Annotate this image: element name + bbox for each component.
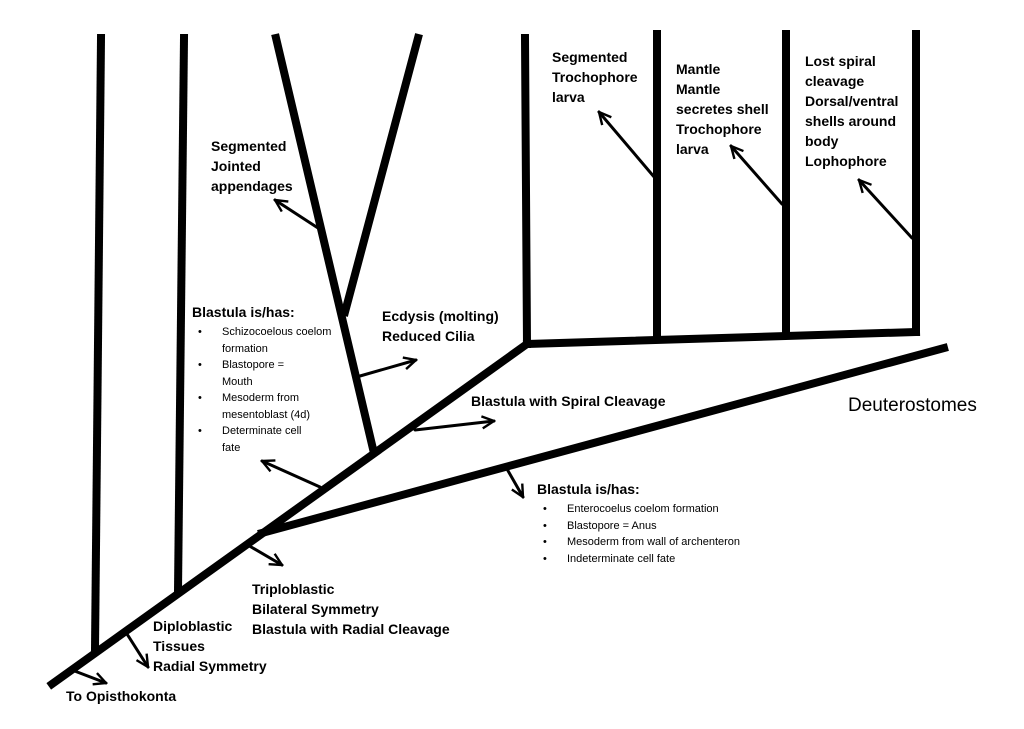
label-spiral-cleavage: Blastula with Spiral Cleavage — [471, 393, 666, 409]
arrow-annelid — [599, 112, 657, 180]
bullet-blastopore-anus: Blastopore = Anus — [537, 518, 740, 535]
deuterostome-branch — [257, 343, 949, 538]
bullet-enterocoelus: Enterocoelus coelom formation — [537, 501, 740, 518]
arrow-brachiopod — [859, 180, 914, 240]
label-mollusc: Mantle Mantle secretes shell Trochophore… — [676, 61, 769, 157]
arrow-spiral — [413, 421, 494, 432]
bullet-blastopore-mouth: Blastopore = Mouth — [192, 357, 307, 390]
arrow-diploblastic — [125, 632, 150, 667]
label-brachiopod: Lost spiral cleavage Dorsal/ventral shel… — [805, 53, 899, 169]
arrow-triploblastic — [244, 542, 282, 567]
bullet-schizocoelous: Schizocoelous coelom formation — [192, 324, 337, 357]
arrow-ecdysis — [358, 360, 416, 378]
bullet-mesoderm-archenteron: Mesoderm from wall of archenteron — [537, 534, 740, 551]
arrow-mollusc — [731, 146, 784, 206]
arrow-protostome-blastula — [262, 461, 322, 489]
arthropod-branch — [340, 33, 423, 317]
cnidarian-branch — [173, 33, 189, 596]
arrow-arthropod — [275, 198, 320, 230]
spiral-stem-branch — [520, 33, 532, 349]
label-protostome-blastula: Blastula is/has: Schizocoelous coelom fo… — [192, 302, 352, 456]
label-diploblastic: Diploblastic Tissues Radial Symmetry — [153, 618, 267, 674]
label-arthropod: Segmented Jointed appendages — [211, 138, 293, 194]
main-trunk — [46, 338, 533, 690]
bullet-determinate: Determinate cell fate — [192, 423, 322, 456]
label-triploblastic: Triploblastic Bilateral Symmetry Blastul… — [252, 581, 450, 637]
label-deuterostomes: Deuterostomes — [848, 395, 977, 416]
arrow-deuterostome-blastula — [505, 467, 525, 497]
label-ecdysis: Ecdysis (molting) Reduced Cilia — [382, 308, 499, 344]
label-opisthokonta: To Opisthokonta — [66, 688, 177, 704]
arrow-opisthokonta — [70, 668, 106, 683]
poriferan-branch — [90, 33, 106, 654]
bullet-mesoderm-mesentoblast: Mesoderm from mesentoblast (4d) — [192, 390, 337, 423]
lophotrochozoa-crossbar — [522, 327, 921, 349]
label-deuterostome-blastula: Blastula is/has: Enterocoelus coelom for… — [537, 479, 740, 567]
ecdysozoa-branch — [271, 33, 378, 454]
bullet-indeterminate: Indeterminate cell fate — [537, 551, 740, 568]
label-annelid: Segmented Trochophore larva — [552, 49, 638, 105]
